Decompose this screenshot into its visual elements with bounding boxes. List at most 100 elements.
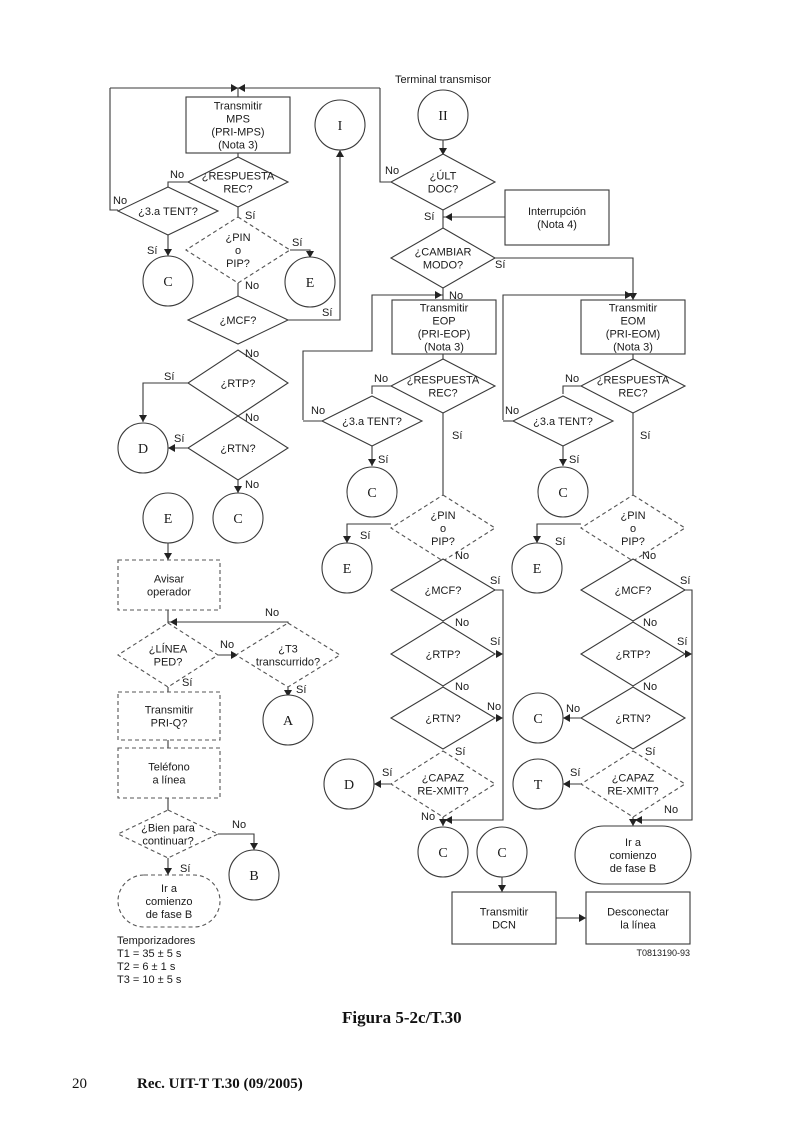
mps-resp-si-label: Sí bbox=[245, 210, 255, 222]
interruption-box bbox=[504, 189, 610, 246]
mps-tent-no-label: No bbox=[113, 195, 127, 207]
eom-rtn-diamond bbox=[579, 686, 687, 750]
arrowhead bbox=[439, 148, 447, 155]
figure-caption: Figura 5-2c/T.30 bbox=[342, 1008, 462, 1027]
connector-c-eop-end-label: C bbox=[438, 846, 447, 861]
arrowhead bbox=[170, 618, 177, 626]
eom-capable-diamond bbox=[579, 750, 687, 818]
eop-rtn-no-label: No bbox=[487, 701, 501, 713]
eop-capaz-no-label: No bbox=[421, 811, 435, 823]
interruption-box-text-line-1: Interrupción bbox=[528, 206, 586, 218]
mps-transmit-box-text-line-2: MPS bbox=[226, 114, 250, 126]
connector-lines bbox=[109, 84, 693, 922]
mps-pin-diamond-text-line-3: PIP? bbox=[226, 258, 250, 270]
eop-capable-diamond bbox=[389, 750, 497, 818]
eop-resp-no-label: No bbox=[374, 373, 388, 385]
line bbox=[167, 181, 188, 188]
disconnect-line-box bbox=[585, 891, 691, 945]
eop-pin-diamond bbox=[389, 494, 497, 562]
arrowhead bbox=[445, 213, 452, 221]
line bbox=[371, 385, 391, 394]
arrowhead bbox=[496, 650, 503, 658]
change-mode-no-label: No bbox=[449, 290, 463, 302]
mps-rtp-si-label: Sí bbox=[164, 371, 174, 383]
mps-transmit-box-text-line-1: Transmitir bbox=[214, 101, 263, 113]
connector-a bbox=[262, 694, 314, 746]
transmit-dcn-box-text-line-1: Transmitir bbox=[480, 907, 529, 919]
go-to-phase-b-operator bbox=[117, 874, 221, 928]
t3-no-label: No bbox=[265, 607, 279, 619]
line bbox=[379, 88, 391, 183]
go-to-phase-b-operator-text-line-1: Ir a bbox=[161, 883, 178, 895]
ok-no-label: No bbox=[232, 819, 246, 831]
eom-pin-diamond-text-line-3: PIP? bbox=[621, 536, 645, 548]
eom-response-diamond-text-line-1: ¿RESPUESTA bbox=[597, 375, 670, 387]
mps-mcf-no-label: No bbox=[245, 348, 259, 360]
eom-transmit-box-text-line-1: Transmitir bbox=[609, 303, 658, 315]
transmit-dcn-box bbox=[451, 891, 557, 945]
eop-rtp-no-label: No bbox=[455, 681, 469, 693]
arrowhead bbox=[435, 291, 442, 299]
line-request-si-label: Sí bbox=[182, 677, 192, 689]
eom-rtp-no-label: No bbox=[643, 681, 657, 693]
arrowhead bbox=[164, 553, 172, 560]
flowchart-shapes bbox=[116, 89, 692, 945]
eop-rtn-si-label: Sí bbox=[455, 746, 465, 758]
eop-mcf-diamond-text-line-1: ¿MCF? bbox=[425, 585, 462, 597]
line bbox=[562, 385, 581, 394]
eop-transmit-box-text-line-4: (Nota 3) bbox=[424, 342, 464, 354]
connector-ii-label: II bbox=[438, 109, 448, 124]
eop-pin-no-label: No bbox=[455, 550, 469, 562]
mps-transmit-box-text-line-4: (Nota 3) bbox=[218, 140, 258, 152]
connector-c-end-label: C bbox=[497, 846, 506, 861]
mps-pin-diamond bbox=[184, 216, 292, 284]
mps-rtp-diamond-text-line-1: ¿RTP? bbox=[221, 378, 256, 390]
mps-tent-si-label: Sí bbox=[147, 245, 157, 257]
connector-ii bbox=[417, 89, 469, 141]
last-doc-diamond-text-line-2: DOC? bbox=[428, 184, 459, 196]
timers-title: Temporizadores bbox=[117, 935, 196, 947]
eop-response-diamond bbox=[389, 358, 497, 414]
connector-c-eom-rtn bbox=[512, 692, 564, 744]
document-reference: Rec. UIT-T T.30 (09/2005) bbox=[137, 1076, 303, 1092]
change-mode-si-label: Sí bbox=[495, 259, 505, 271]
connector-c-mps bbox=[142, 255, 194, 307]
arrowhead bbox=[250, 843, 258, 850]
arrowhead bbox=[445, 816, 452, 824]
connector-c-mps-rtn bbox=[212, 492, 264, 544]
connector-e-mps-label: E bbox=[306, 276, 315, 291]
arrowhead bbox=[625, 291, 632, 299]
connector-i bbox=[314, 99, 366, 151]
mps-rtn-diamond bbox=[186, 415, 290, 481]
mps-rtn-diamond-text-line-1: ¿RTN? bbox=[220, 443, 255, 455]
eop-rtn-diamond bbox=[389, 686, 497, 750]
go-to-phase-b-eom-text-line-2: comienzo bbox=[609, 850, 656, 862]
connector-c-eop bbox=[346, 466, 398, 518]
connector-c-eom-label: C bbox=[558, 486, 567, 501]
arrowhead bbox=[336, 150, 344, 157]
eop-transmit-box-text-line-2: EOP bbox=[432, 316, 455, 328]
arrowhead bbox=[139, 415, 147, 422]
go-to-phase-b-operator-text-line-2: comienzo bbox=[145, 896, 192, 908]
arrowhead bbox=[563, 714, 570, 722]
transmit-priq-box-text-line-2: PRI-Q? bbox=[151, 718, 188, 730]
eom-pin-si-label: Sí bbox=[555, 536, 565, 548]
arrowhead bbox=[368, 459, 376, 466]
eop-rtn-diamond-text-line-1: ¿RTN? bbox=[425, 713, 460, 725]
timer-t3: T3 = 10 ± 5 s bbox=[117, 974, 182, 986]
eom-mcf-no-label: No bbox=[643, 617, 657, 629]
eom-transmit-box-text-line-2: EOM bbox=[620, 316, 645, 328]
arrowhead bbox=[496, 714, 503, 722]
mps-mcf-diamond-text-line-1: ¿MCF? bbox=[220, 315, 257, 327]
eom-tent-diamond bbox=[511, 395, 615, 447]
arrowhead bbox=[498, 885, 506, 892]
eop-transmit-box-text-line-1: Transmitir bbox=[420, 303, 469, 315]
eop-transmit-box-text-line-3: (PRI-EOP) bbox=[418, 329, 471, 341]
arrowhead bbox=[374, 780, 381, 788]
arrow-top-left bbox=[231, 84, 238, 92]
line bbox=[502, 294, 633, 420]
connector-t-label: T bbox=[534, 778, 543, 793]
eom-rtp-si-label: Sí bbox=[677, 636, 687, 648]
arrowhead bbox=[306, 251, 314, 258]
